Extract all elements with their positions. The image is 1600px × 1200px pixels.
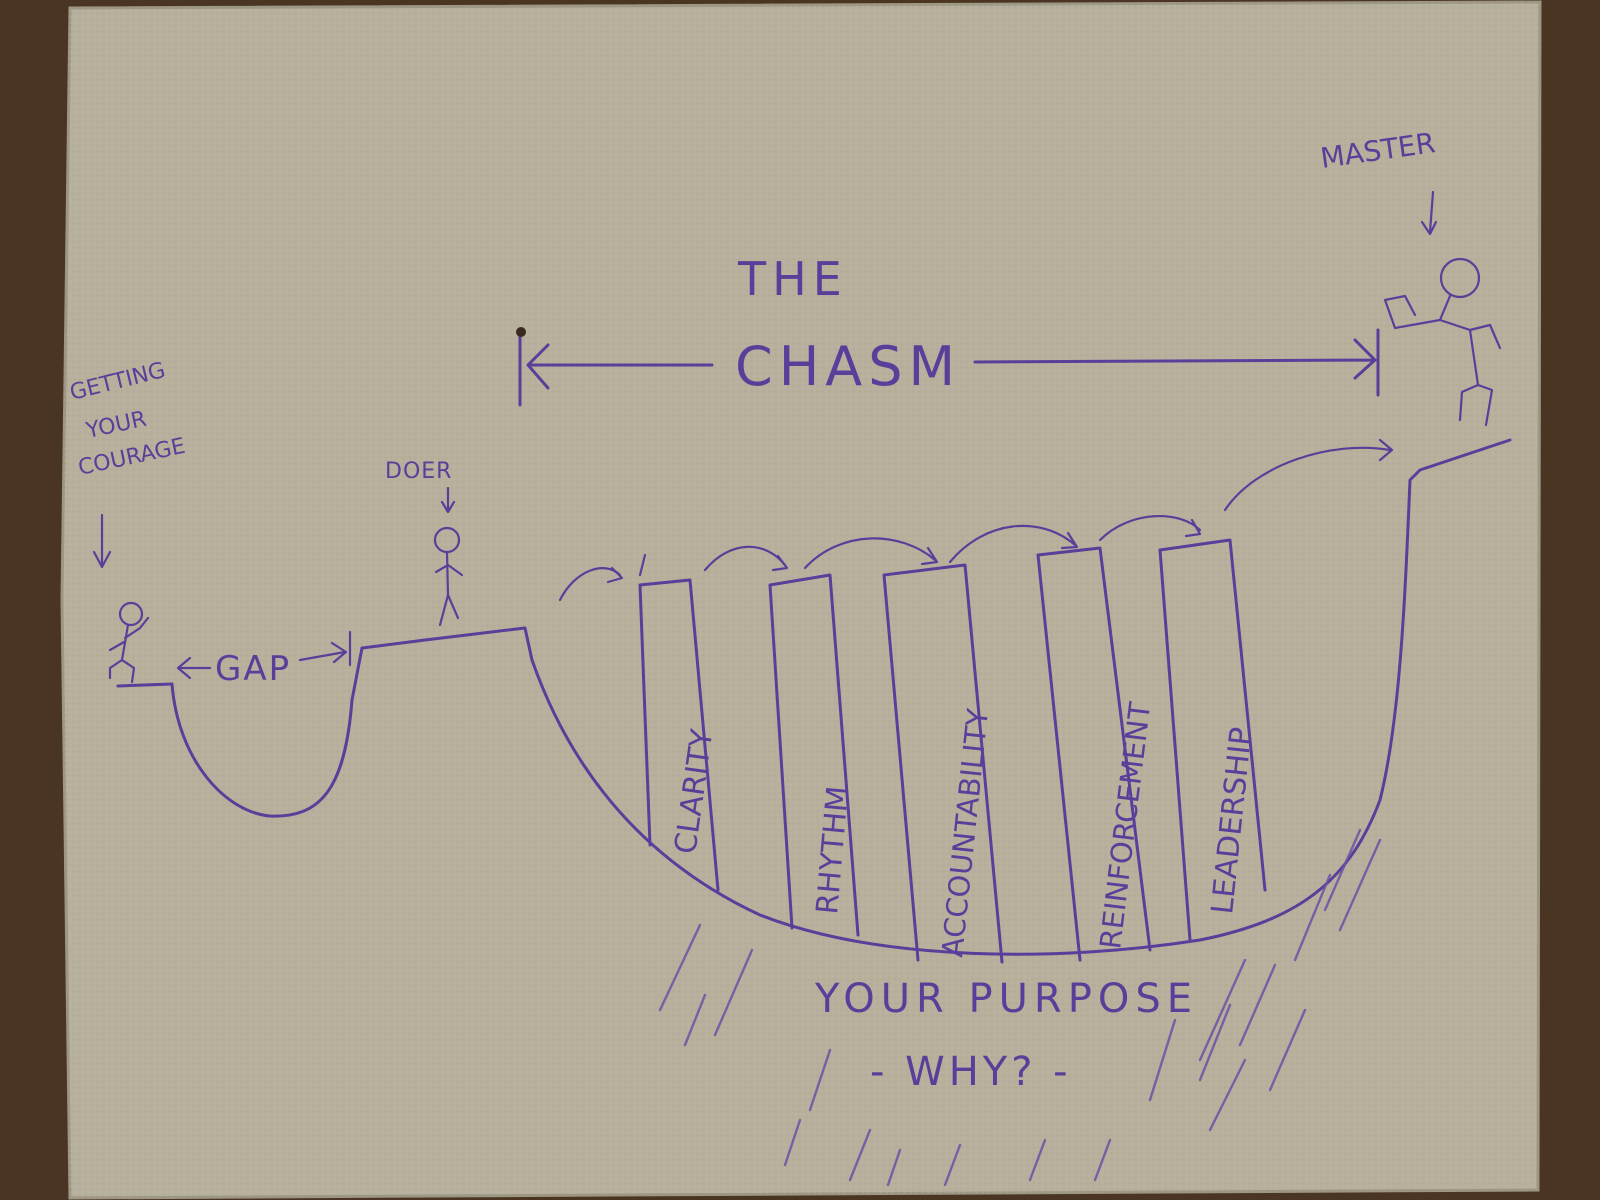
title-line-2: CHASM xyxy=(735,335,961,398)
why-label: - WHY? - xyxy=(870,1049,1072,1095)
napkin xyxy=(62,2,1540,1198)
title-line-1: THE xyxy=(737,252,848,306)
purpose-label: YOUR PURPOSE xyxy=(814,976,1198,1022)
gap-label: GAP xyxy=(215,649,291,689)
doer-label: DOER xyxy=(385,459,452,484)
